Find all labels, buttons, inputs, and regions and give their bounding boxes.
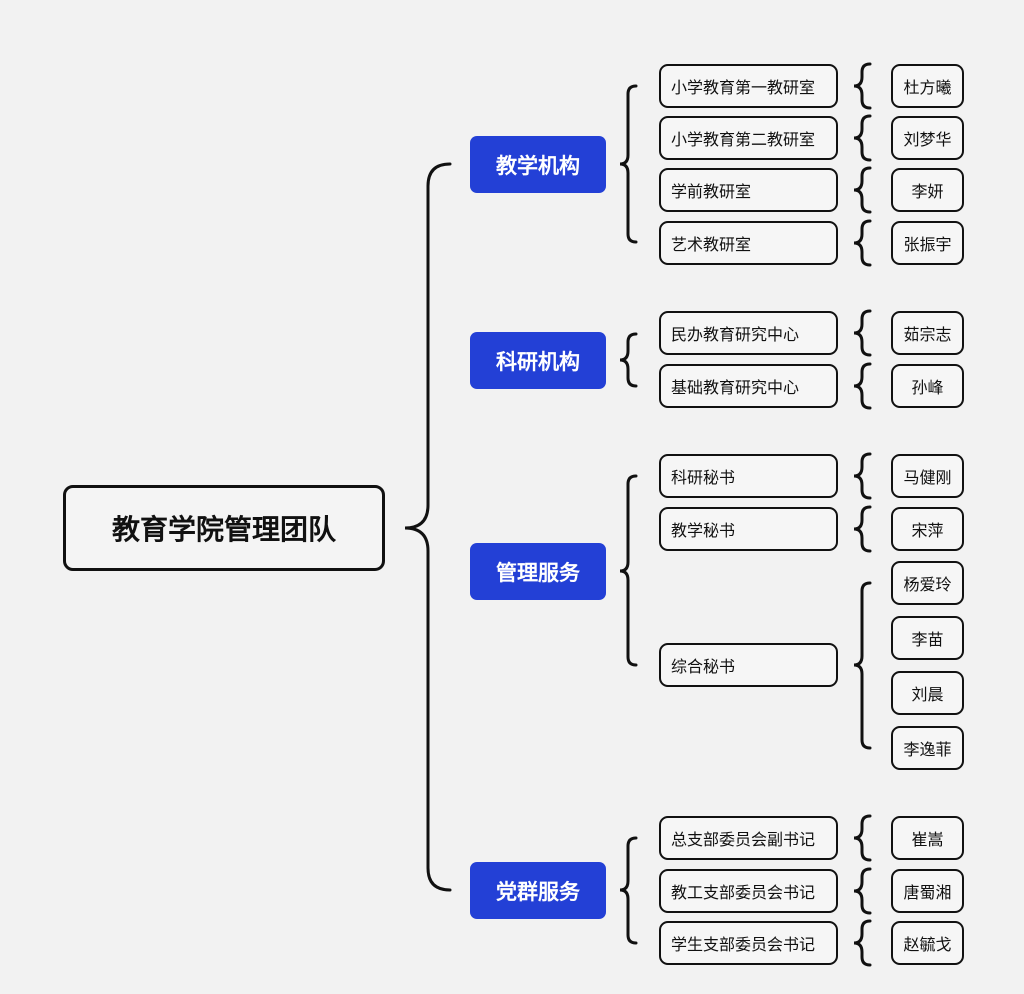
brace-party <box>619 836 638 945</box>
person-node: 杨爱玲 <box>891 561 964 605</box>
person-node: 刘梦华 <box>891 116 964 160</box>
unit-node: 艺术教研室 <box>659 221 838 265</box>
person-node: 崔嵩 <box>891 816 964 860</box>
brace-teaching <box>619 84 638 244</box>
person-node: 孙峰 <box>891 364 964 408</box>
brace-admin <box>619 474 638 667</box>
person-node: 茹宗志 <box>891 311 964 355</box>
unit-node: 综合秘书 <box>659 643 838 687</box>
person-node: 张振宇 <box>891 221 964 265</box>
person-node: 赵毓戈 <box>891 921 964 965</box>
person-node: 宋萍 <box>891 507 964 551</box>
unit-node: 教工支部委员会书记 <box>659 869 838 913</box>
person-node: 李妍 <box>891 168 964 212</box>
person-node: 唐蜀湘 <box>891 869 964 913</box>
root-brace <box>404 162 452 892</box>
unit-node: 总支部委员会副书记 <box>659 816 838 860</box>
person-node: 刘晨 <box>891 671 964 715</box>
unit-node: 学前教研室 <box>659 168 838 212</box>
unit-node: 民办教育研究中心 <box>659 311 838 355</box>
person-node: 李逸菲 <box>891 726 964 770</box>
category-teaching: 教学机构 <box>470 136 606 193</box>
root-node: 教育学院管理团队 <box>63 485 385 571</box>
category-admin-service: 管理服务 <box>470 543 606 600</box>
brace-research <box>619 332 638 388</box>
category-party-service: 党群服务 <box>470 862 606 919</box>
unit-node: 教学秘书 <box>659 507 838 551</box>
unit-node: 学生支部委员会书记 <box>659 921 838 965</box>
person-node: 李苗 <box>891 616 964 660</box>
unit-node: 小学教育第二教研室 <box>659 116 838 160</box>
person-node: 马健刚 <box>891 454 964 498</box>
unit-node: 小学教育第一教研室 <box>659 64 838 108</box>
unit-node: 基础教育研究中心 <box>659 364 838 408</box>
unit-node: 科研秘书 <box>659 454 838 498</box>
person-node: 杜方曦 <box>891 64 964 108</box>
category-research: 科研机构 <box>470 332 606 389</box>
